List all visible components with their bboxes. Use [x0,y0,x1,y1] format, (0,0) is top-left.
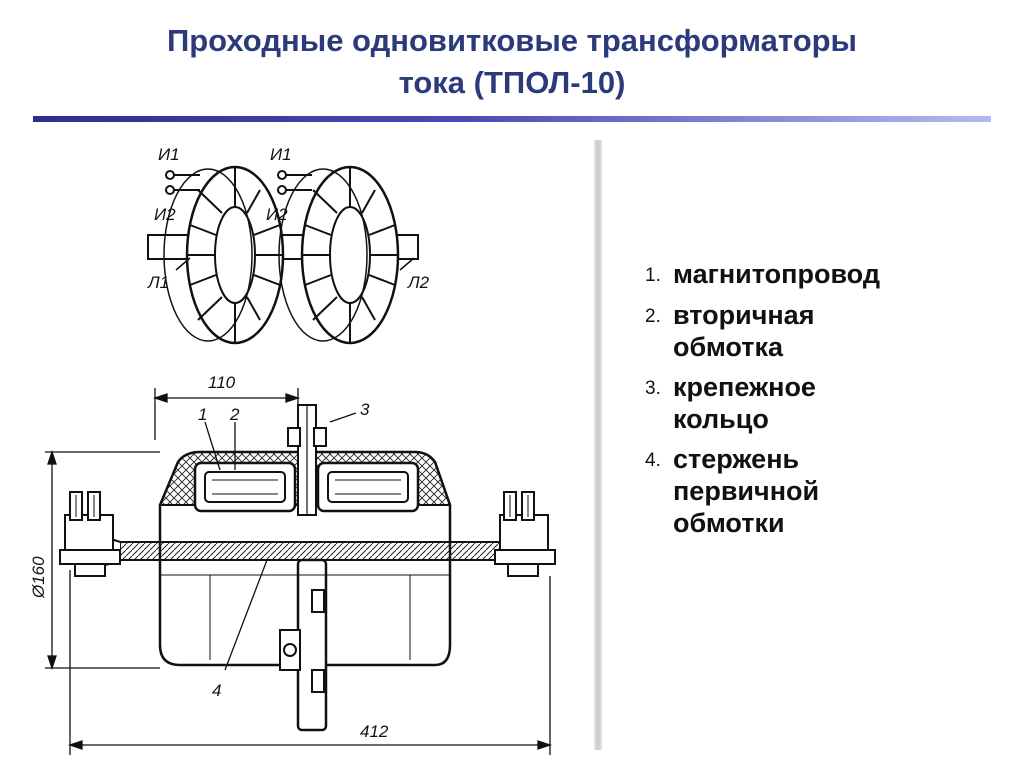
terminal-i2-right: И2 [266,205,288,224]
toroid-schematic [147,165,419,345]
terminal-i1-left: И1 [158,145,180,164]
page-title: Проходные одновитковые трансформаторы то… [0,20,1024,104]
legend-item: 4. стержень первичной обмотки [645,443,1005,539]
toroid-left [163,165,285,345]
terminal-block-left [59,491,121,577]
legend-item-text: крепежное кольцо [673,372,816,434]
legend-item-text: магнитопровод [673,259,880,289]
terminal-i2-left: И2 [154,205,176,224]
legend-item: 2. вторичная обмотка [645,299,1005,363]
legend-item: 1. магнитопровод [645,258,1005,291]
title-line-2: тока (ТПОЛ-10) [398,65,626,100]
title-underline [33,116,991,122]
toroid-right [278,165,400,345]
legend-item-text: стержень первичной обмотки [673,444,820,538]
primary-rod [119,541,501,561]
callout-3: 3 [360,400,370,419]
transformer-drawing: И1 И2 И1 И2 Л1 Л2 [30,130,595,760]
title-line-1: Проходные одновитковые трансформаторы [166,23,858,58]
vertical-divider [594,140,602,750]
callout-1: 1 [198,405,207,424]
legend-item-number: 2. [645,306,661,327]
terminal-block-right [494,491,556,577]
mounting-plate [296,558,328,732]
dimension-lines [45,388,553,755]
legend-list: 1. магнитопровод 2. вторичная обмотка 3.… [645,258,1005,547]
callout-2: 2 [229,405,240,424]
legend-item-text: вторичная обмотка [673,300,815,362]
dimension-110: 110 [208,373,236,392]
dimension-412: 412 [360,722,389,741]
legend-item-number: 1. [645,265,661,286]
legend-item-number: 3. [645,378,661,399]
assembly-drawing [45,388,556,755]
dimension-diameter-160: Ø160 [30,556,48,599]
callout-4: 4 [212,681,221,700]
legend-item-number: 4. [645,450,661,471]
terminal-l2: Л2 [407,273,430,292]
terminal-i1-right: И1 [270,145,292,164]
legend-item: 3. крепежное кольцо [645,371,1005,435]
terminal-l1: Л1 [147,273,169,292]
